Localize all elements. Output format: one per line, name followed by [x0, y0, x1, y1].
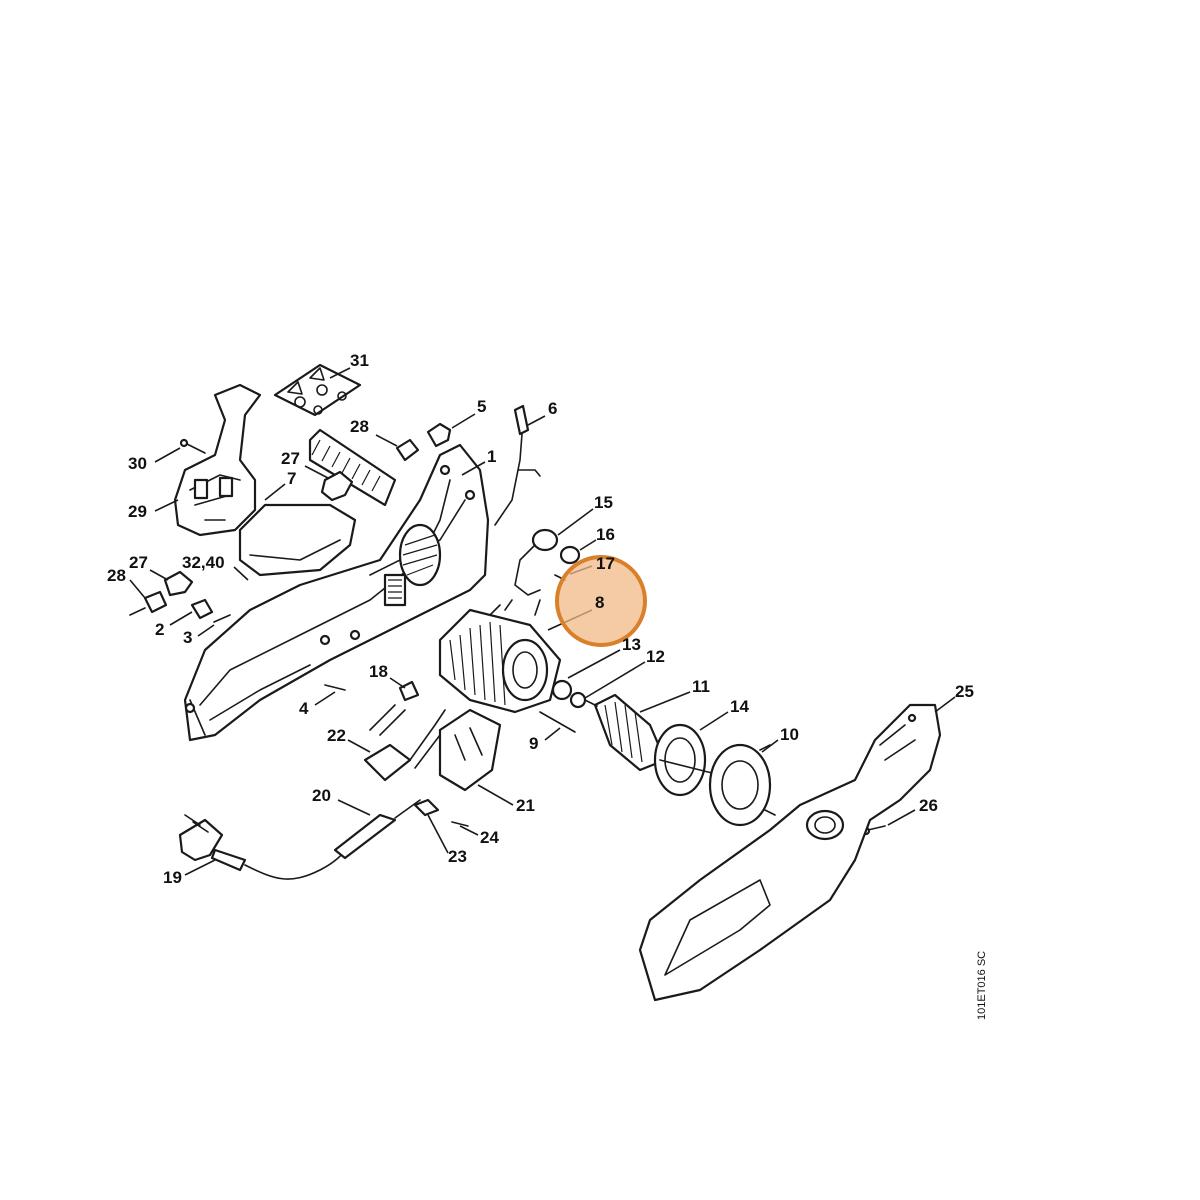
- callout-labels: 31 5 6 28 30 27 7 1 29 15 16 17 8 27 32,…: [107, 351, 974, 887]
- callout-11: 11: [692, 677, 710, 696]
- callout-28-left: 28: [107, 566, 126, 585]
- cover-housing: [638, 703, 942, 1002]
- callout-22: 22: [327, 726, 346, 745]
- brush-wiring: [514, 528, 581, 616]
- callout-27-top: 27: [281, 449, 300, 468]
- callout-7: 7: [287, 469, 296, 488]
- bearing-washers: [551, 679, 587, 709]
- gear: [653, 723, 721, 797]
- small-hardware: [129, 404, 886, 836]
- main-housing: [183, 443, 490, 742]
- callout-12: 12: [646, 647, 665, 666]
- callout-24: 24: [480, 828, 499, 847]
- callout-9: 9: [529, 734, 538, 753]
- callout-31: 31: [350, 351, 369, 370]
- long-screw: [539, 711, 576, 733]
- terminal-block: [363, 680, 446, 782]
- rear-handle: [173, 383, 262, 537]
- callout-8: 8: [595, 593, 604, 612]
- top-cover: [238, 503, 357, 577]
- callout-27-left: 27: [129, 553, 148, 572]
- callout-18: 18: [369, 662, 388, 681]
- warning-label: [273, 363, 362, 417]
- callout-6: 6: [548, 399, 557, 418]
- callout-5: 5: [477, 397, 486, 416]
- callout-21: 21: [516, 796, 535, 815]
- callout-26: 26: [919, 796, 938, 815]
- callout-10: 10: [780, 725, 799, 744]
- power-cable: [178, 799, 421, 880]
- callout-23: 23: [448, 847, 467, 866]
- callout-16: 16: [596, 525, 615, 544]
- callout-1: 1: [487, 447, 496, 466]
- callout-4: 4: [299, 699, 309, 718]
- front-grip: [308, 428, 397, 507]
- callout-3: 3: [183, 628, 192, 647]
- callout-19: 19: [163, 868, 182, 887]
- callout-15: 15: [594, 493, 613, 512]
- highlight-circle: [555, 555, 647, 647]
- callout-25: 25: [955, 682, 974, 701]
- callout-32-40: 32,40: [182, 553, 225, 572]
- callout-17: 17: [596, 554, 615, 573]
- stator: [438, 599, 562, 714]
- callout-2: 2: [155, 620, 164, 639]
- callout-13: 13: [622, 635, 641, 654]
- callout-20: 20: [312, 786, 331, 805]
- callout-30: 30: [128, 454, 147, 473]
- callout-29: 29: [128, 502, 147, 521]
- bearing-plate: [708, 743, 776, 827]
- switch: [438, 708, 502, 792]
- callout-14: 14: [730, 697, 749, 716]
- callout-28-top: 28: [350, 417, 369, 436]
- drawing-id: 101ET016 SC: [976, 951, 988, 1020]
